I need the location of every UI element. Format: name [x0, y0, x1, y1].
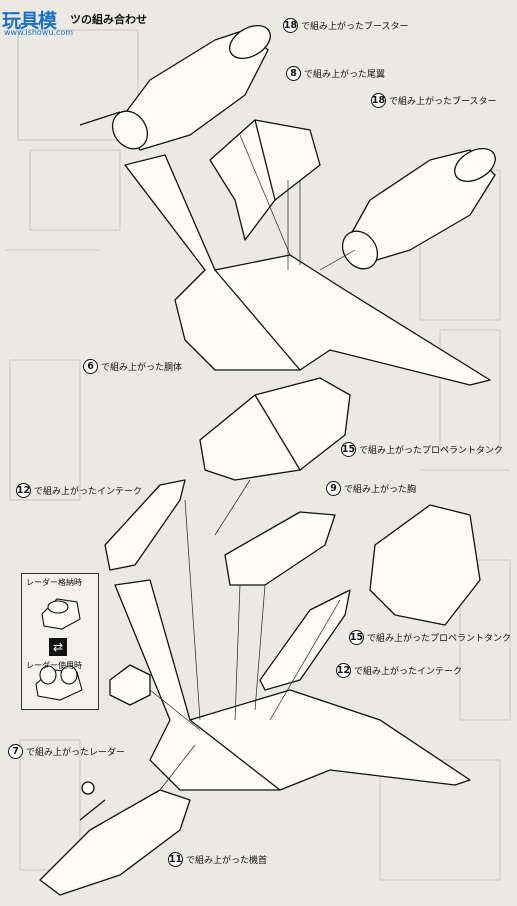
- callout-nose: 11 で組み上がった機首: [168, 852, 267, 867]
- callout-booster-right: 18 で組み上がったブースター: [371, 93, 497, 108]
- callout-text: で組み上がったインテーク: [354, 667, 463, 677]
- radar-mode-inset: レーダー格納時 ⇄ レーダー使用時: [21, 573, 99, 710]
- callout-tail-fin: 8 で組み上がった尾翼: [286, 66, 385, 81]
- step-number: 11: [168, 852, 183, 867]
- callout-text: で組み上がったブースター: [389, 97, 497, 107]
- site-logo-text: 玩具模: [2, 10, 57, 32]
- callout-text: で組み上がったレーダー: [26, 748, 126, 758]
- callout-intake-left: 12 で組み上がったインテーク: [16, 483, 142, 498]
- callout-text: で組み上がった胴体: [101, 363, 183, 373]
- step-number: 18: [283, 18, 298, 33]
- callout-intake-right: 12 で組み上がったインテーク: [336, 663, 462, 678]
- step-number: 15: [349, 630, 364, 645]
- page-title: ツの組み合わせ: [70, 13, 147, 26]
- radar-stowed-label: レーダー格納時: [26, 578, 82, 587]
- callout-booster-top: 18 で組み上がったブースター: [283, 18, 409, 33]
- site-logo: 玩具模 www.ishowu.com: [2, 6, 73, 38]
- callout-text: で組み上がったブースター: [301, 22, 409, 32]
- callout-text: で組み上がったプロペラントタンク: [367, 634, 512, 644]
- callout-radar: 7 で組み上がったレーダー: [8, 744, 125, 759]
- step-number: 7: [8, 744, 23, 759]
- step-number: 6: [83, 359, 98, 374]
- callout-text: で組み上がったインテーク: [34, 487, 143, 497]
- callout-propellant-tank-right: 15 で組み上がったプロペラントタンク: [349, 630, 511, 645]
- callout-chest: 9 で組み上がった胸: [326, 481, 416, 496]
- radar-deployed-label: レーダー使用時: [26, 661, 82, 670]
- swap-arrows-icon: ⇄: [49, 638, 67, 656]
- callout-text: で組み上がったプロペラントタンク: [359, 446, 504, 456]
- step-number: 8: [286, 66, 301, 81]
- callout-fuselage: 6 で組み上がった胴体: [83, 359, 182, 374]
- radar-mode-art: [35, 598, 83, 701]
- step-number: 12: [336, 663, 351, 678]
- callout-propellant-tank-top: 15 で組み上がったプロペラントタンク: [341, 442, 503, 457]
- callout-text: で組み上がった機首: [186, 856, 268, 866]
- callout-text: で組み上がった胸: [344, 485, 417, 495]
- step-number: 18: [371, 93, 386, 108]
- callout-text: で組み上がった尾翼: [304, 70, 386, 80]
- site-url: www.ishowu.com: [4, 28, 74, 37]
- step-number: 9: [326, 481, 341, 496]
- step-number: 15: [341, 442, 356, 457]
- step-number: 12: [16, 483, 31, 498]
